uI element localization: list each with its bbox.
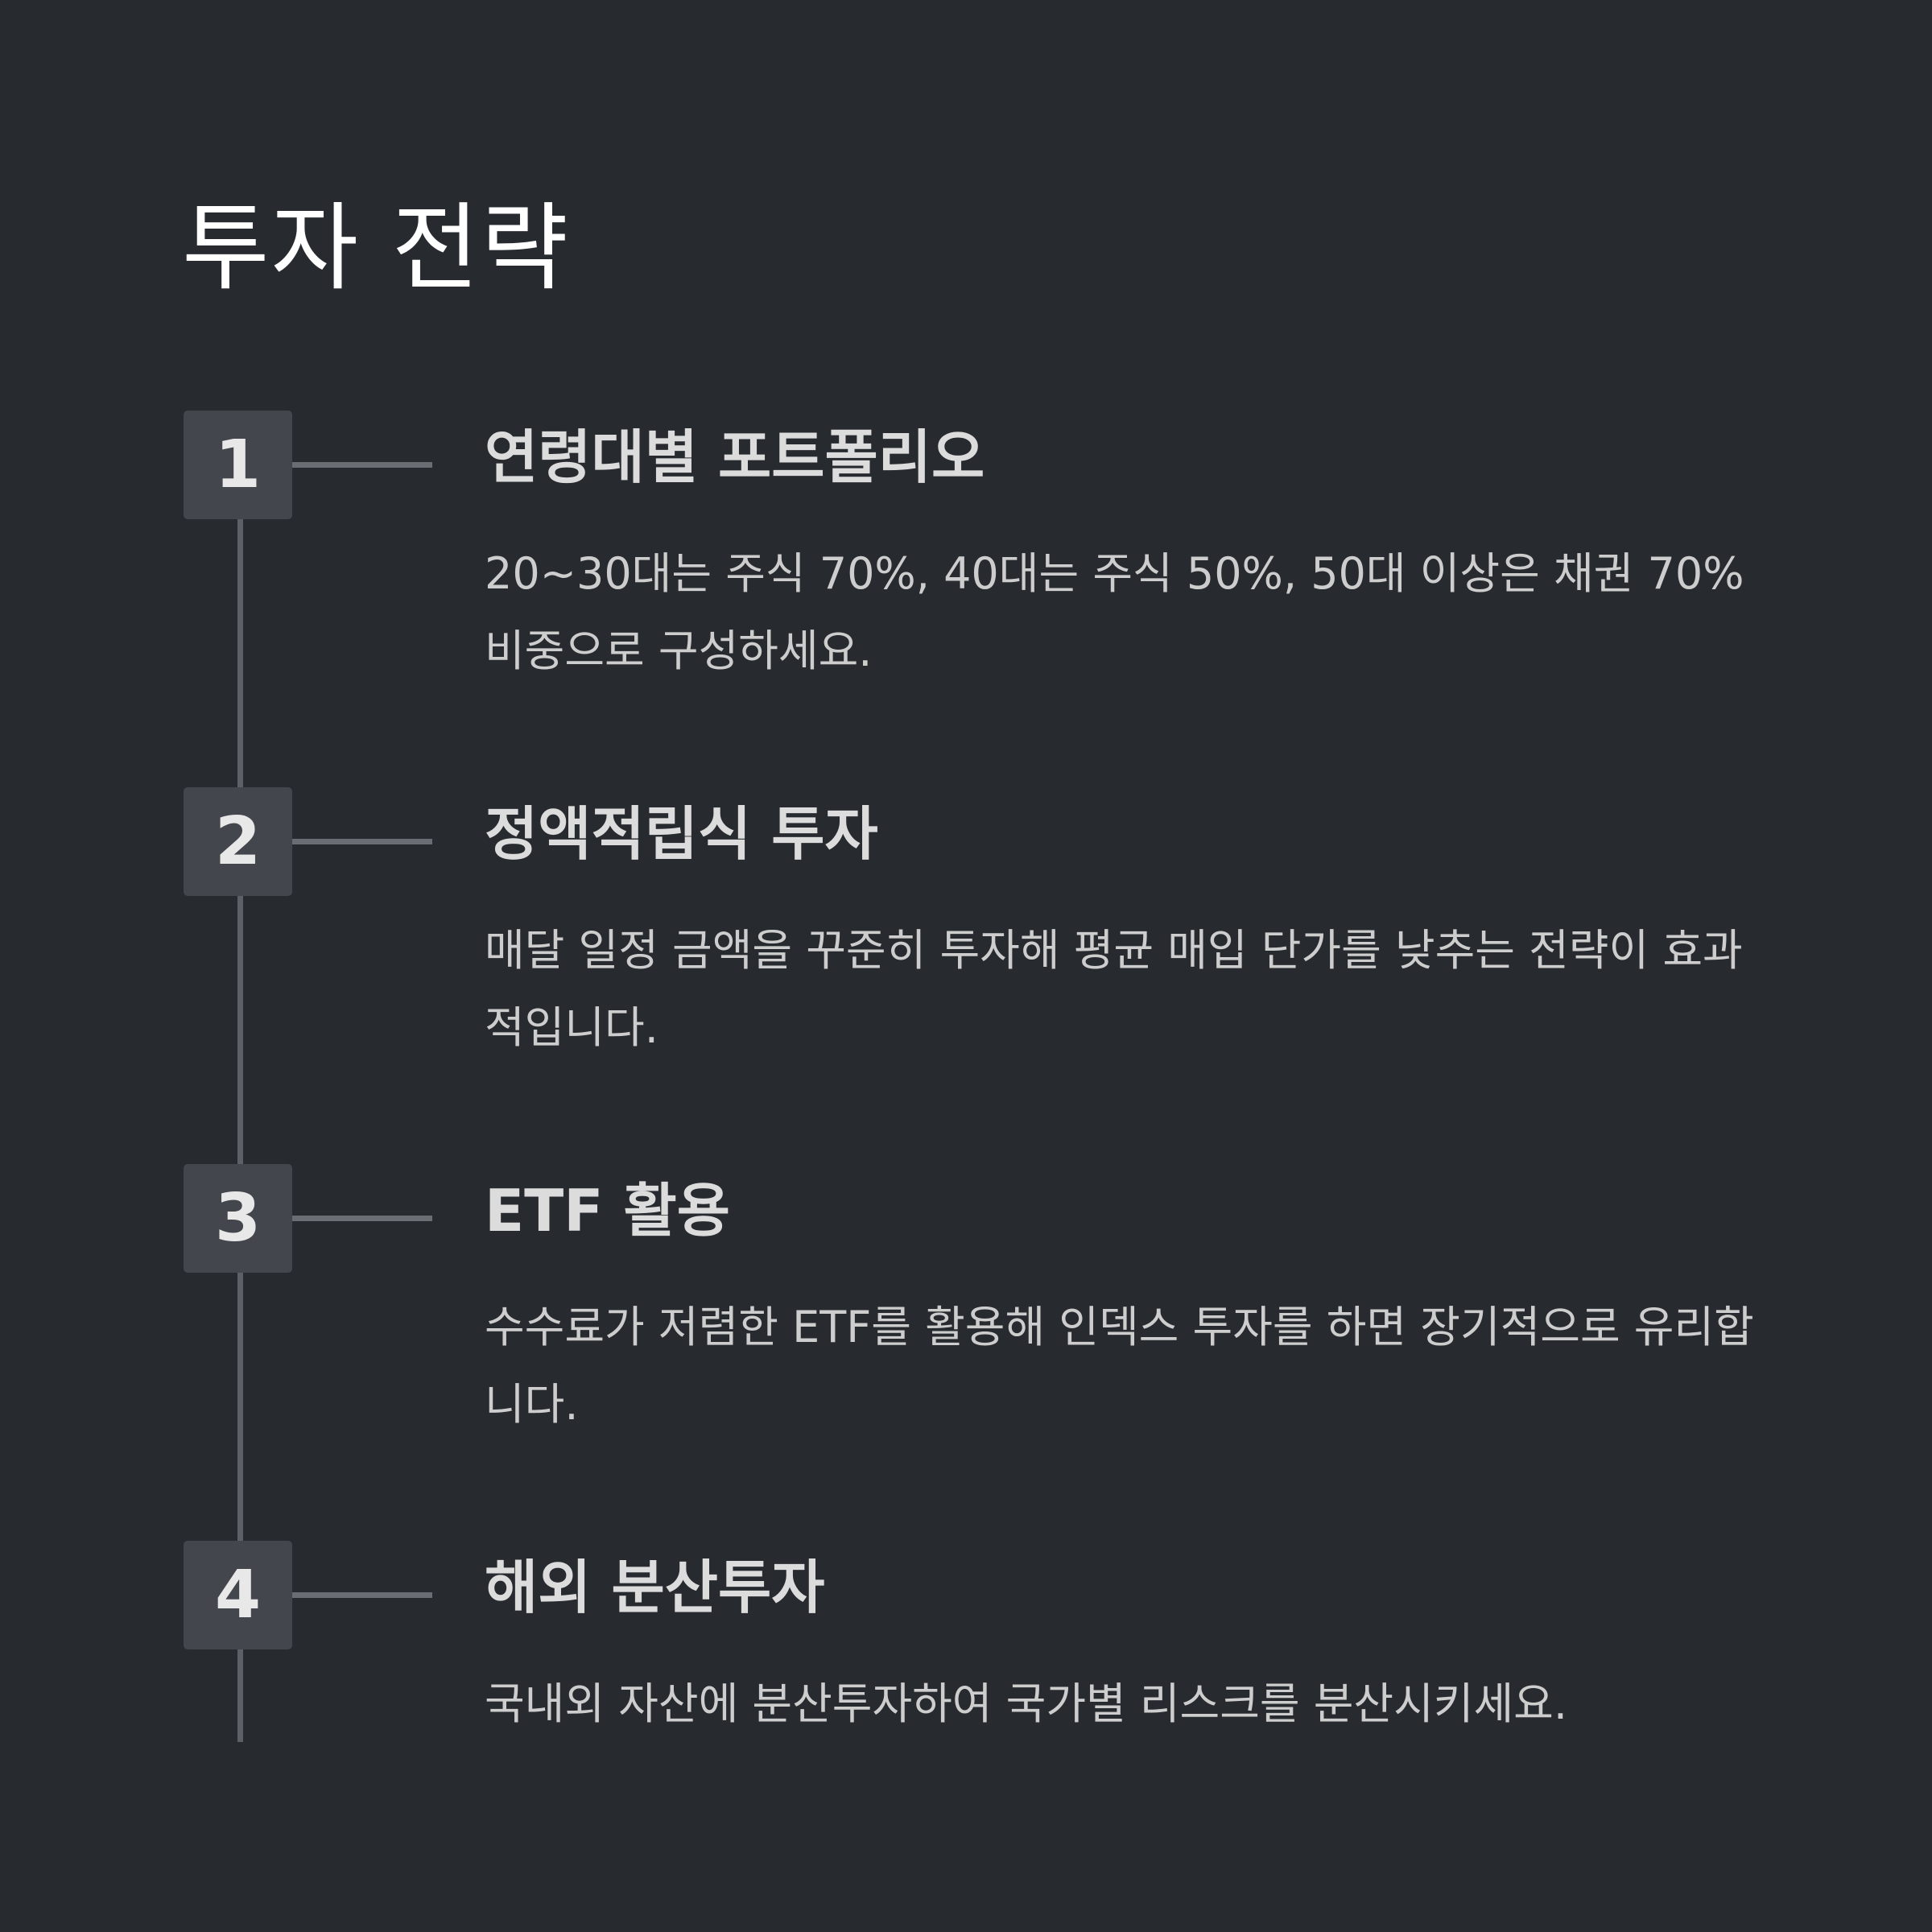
step-title: 해외 분산투자 xyxy=(485,1554,825,1621)
step-item: 2 정액적립식 투자 매달 일정 금액을 꾸준히 투자해 평균 매입 단가를 낮… xyxy=(0,787,1932,1125)
step-connector xyxy=(292,839,432,844)
step-title: ETF 활용 xyxy=(485,1177,731,1245)
page-title: 투자 전략 xyxy=(182,192,570,303)
step-number-badge: 1 xyxy=(184,411,292,519)
step-number-badge: 2 xyxy=(184,787,292,896)
timeline-line xyxy=(237,451,243,1742)
step-connector xyxy=(292,462,432,468)
step-description: 매달 일정 금액을 꾸준히 투자해 평균 매입 단가를 낮추는 전략이 효과적입… xyxy=(485,925,1743,1053)
step-item: 3 ETF 활용 수수료가 저렴한 ETF를 활용해 인덱스 투자를 하면 장기… xyxy=(0,1164,1932,1502)
step-connector xyxy=(292,1592,432,1598)
step-description: 국내외 자산에 분산투자하여 국가별 리스크를 분산시키세요. xyxy=(485,1678,1567,1729)
step-number-badge: 4 xyxy=(184,1541,292,1649)
step-item: 4 해외 분산투자 국내외 자산에 분산투자하여 국가별 리스크를 분산시키세요… xyxy=(0,1541,1932,1879)
step-description: 수수료가 저렴한 ETF를 활용해 인덱스 투자를 하면 장기적으로 유리합니다… xyxy=(485,1302,1754,1430)
step-title: 정액적립식 투자 xyxy=(485,800,878,868)
step-description: 20~30대는 주식 70%, 40대는 주식 50%, 50대 이상은 채권 … xyxy=(485,548,1744,676)
step-number-badge: 3 xyxy=(184,1164,292,1273)
step-item: 1 연령대별 포트폴리오 20~30대는 주식 70%, 40대는 주식 50%… xyxy=(0,411,1932,749)
step-title: 연령대별 포트폴리오 xyxy=(485,423,985,491)
step-connector xyxy=(292,1216,432,1221)
